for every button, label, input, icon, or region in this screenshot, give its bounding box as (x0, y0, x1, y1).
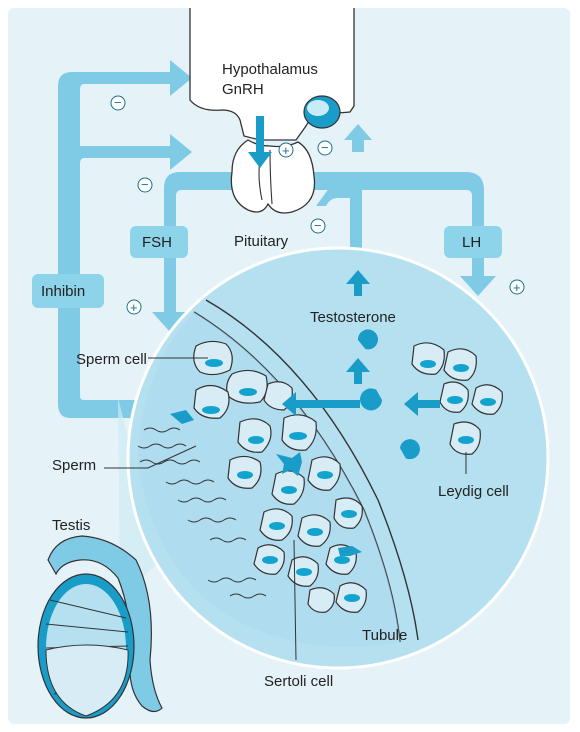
germ-cell (194, 385, 229, 418)
svg-text:+: + (282, 143, 290, 158)
germ-cell (308, 588, 334, 613)
germ-cell (227, 370, 267, 403)
testis-label: Testis (52, 517, 90, 534)
testosterone-label: Testosterone (310, 309, 396, 326)
pituitary-gland (231, 140, 314, 213)
inhibin-label: Inhibin (41, 283, 85, 300)
minus-sign-inhibin-upper: − (111, 95, 125, 110)
germ-cell (282, 415, 316, 450)
sperm-cell-label: Sperm cell (76, 351, 147, 368)
leydig-cell (472, 385, 502, 414)
tubule-label: Tubule (362, 627, 407, 644)
germ-cell (238, 419, 271, 452)
germ-cell (288, 557, 318, 586)
svg-text:−: − (141, 177, 149, 192)
hypothalamus-label: Hypothalamus (222, 61, 318, 78)
germ-cell (254, 545, 284, 574)
hypothalamus-up-arrow (344, 124, 372, 152)
leydig-cell (412, 343, 444, 374)
germ-cell (336, 583, 366, 612)
plus-sign-fsh: + (127, 300, 141, 315)
gnrh-vesicle-highlight (307, 100, 329, 116)
svg-text:+: + (513, 280, 521, 295)
germ-cell (334, 498, 362, 528)
svg-text:−: − (321, 140, 329, 155)
germ-cell (260, 509, 292, 540)
sperm-label: Sperm (52, 457, 96, 474)
sertoli-cell-label: Sertoli cell (264, 673, 333, 690)
leydig-cell (444, 349, 476, 380)
gnrh-label: GnRH (222, 81, 264, 98)
hypothalamus-pituitary: Hypothalamus GnRH Pituitary (190, 8, 354, 250)
leydig-cell-label: Leydig cell (438, 483, 509, 500)
leydig-cell (450, 422, 480, 454)
leydig-cell (440, 382, 468, 412)
plus-sign-lh: + (510, 280, 524, 295)
minus-sign-pituitary: − (311, 218, 325, 233)
germ-cell (298, 515, 330, 546)
svg-text:−: − (314, 218, 322, 233)
svg-text:+: + (130, 300, 138, 315)
minus-sign-inhibin-lower: − (138, 177, 152, 192)
minus-sign-hypothalamus: − (318, 140, 332, 155)
pituitary-label: Pituitary (234, 233, 289, 250)
fsh-label: FSH (142, 234, 172, 251)
lh-label: LH (462, 234, 481, 251)
germ-cell (228, 456, 261, 488)
svg-text:−: − (114, 95, 122, 110)
